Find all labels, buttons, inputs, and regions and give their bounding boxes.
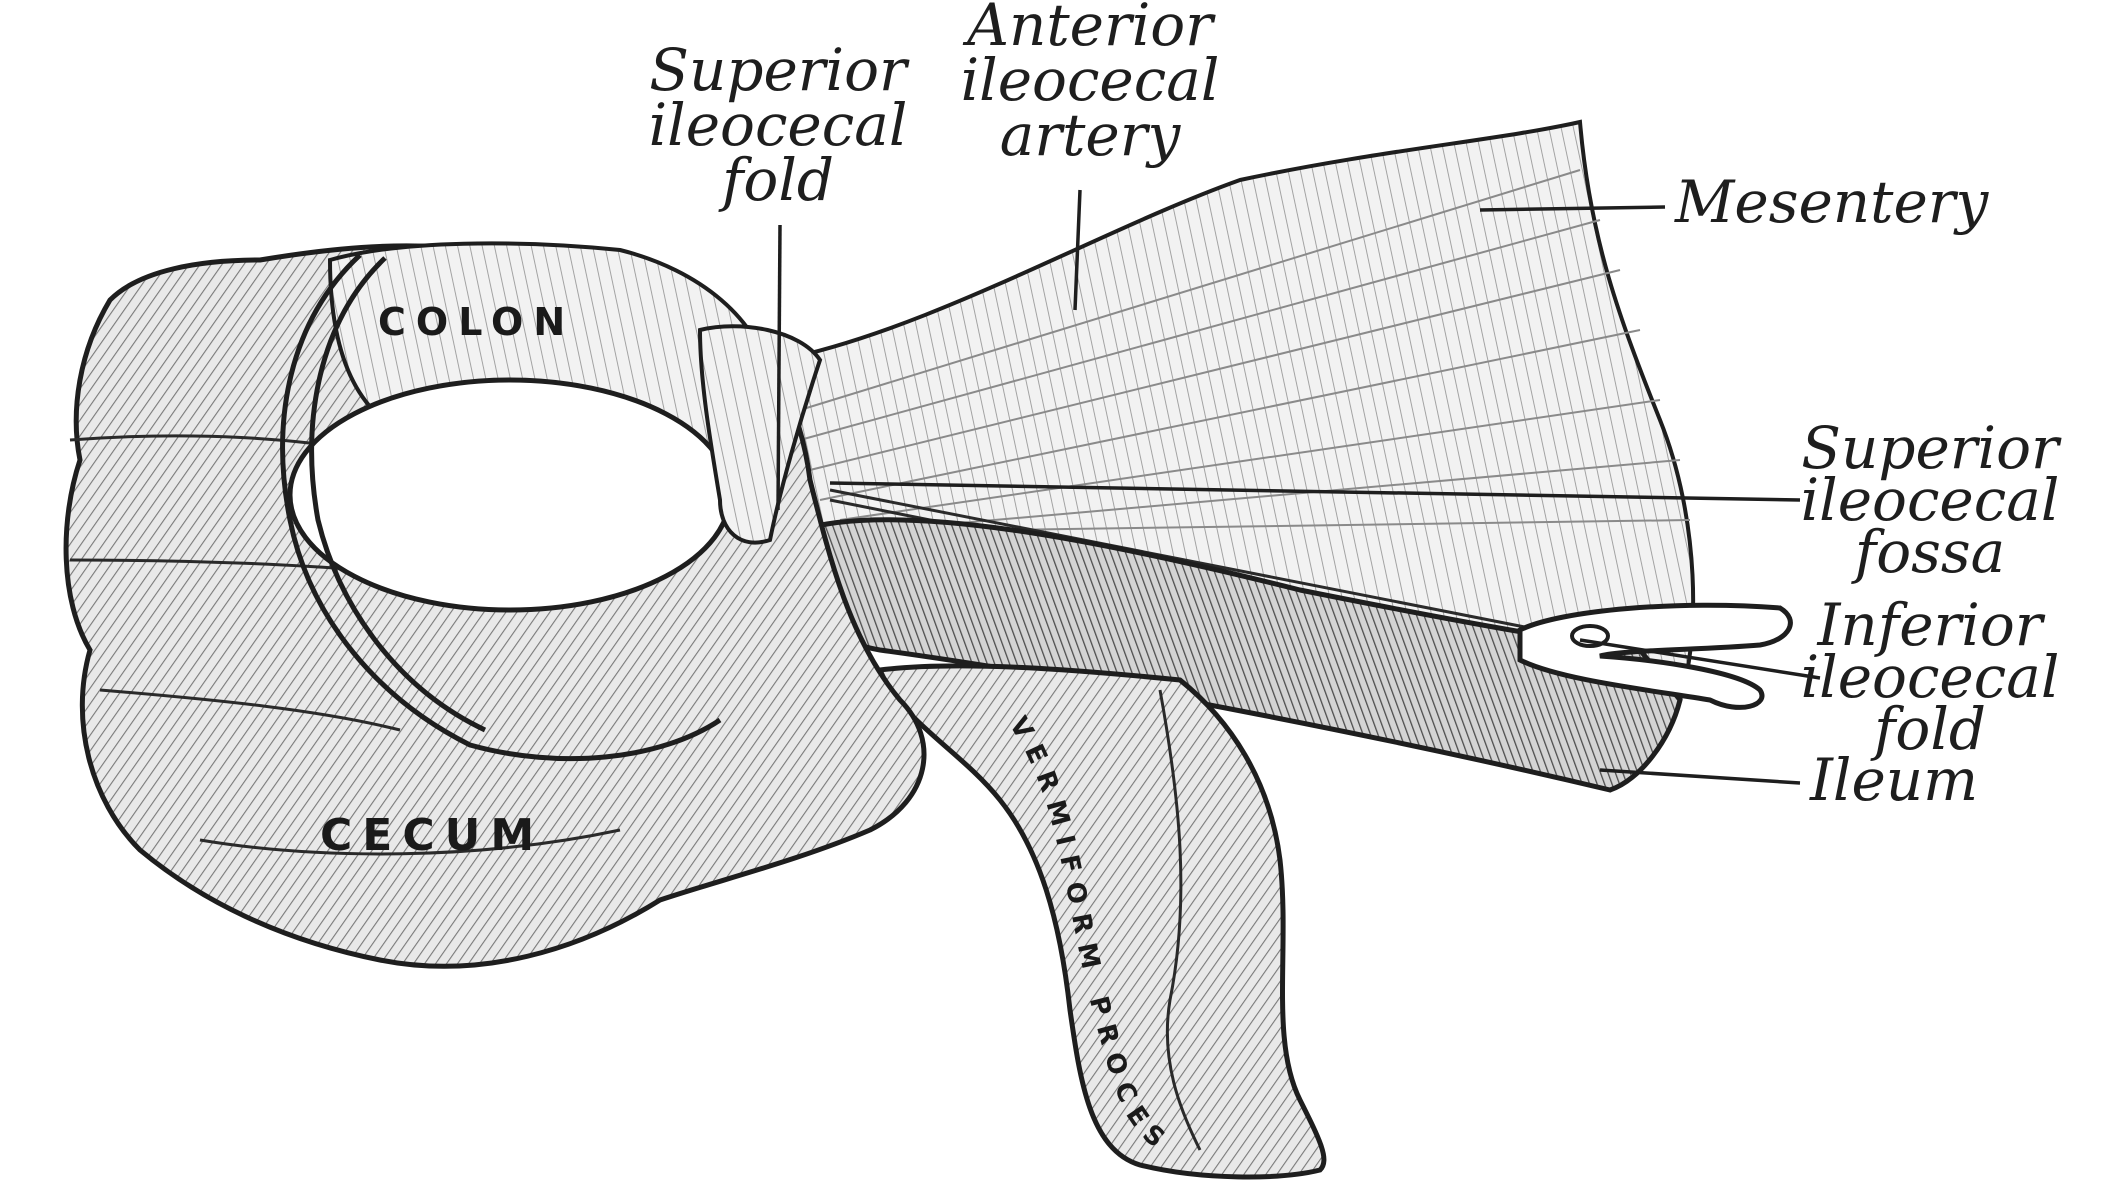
leader-superior-fold xyxy=(778,225,780,510)
superior-fossa-line-3: fossa xyxy=(1851,518,2006,586)
label-ileum: Ileum xyxy=(1809,746,1978,814)
label-superior-ileocecal-fold: Superior ileocecal fold xyxy=(649,36,910,214)
label-superior-ileocecal-fossa: Superior ileocecal fossa xyxy=(1801,414,2062,586)
vermiform-process-shape xyxy=(880,666,1324,1177)
label-anterior-ileocecal-artery: Anterior ileocecal artery xyxy=(961,0,1220,169)
colon-label: COLON xyxy=(378,300,575,344)
cecum-label: CECUM xyxy=(320,810,544,861)
superior-fold-line-3: fold xyxy=(718,146,834,214)
label-inferior-ileocecal-fold: Inferior ileocecal fold xyxy=(1801,591,2060,763)
anterior-artery-line-3: artery xyxy=(1000,101,1182,169)
label-mesentery: Mesentery xyxy=(1674,168,1990,236)
